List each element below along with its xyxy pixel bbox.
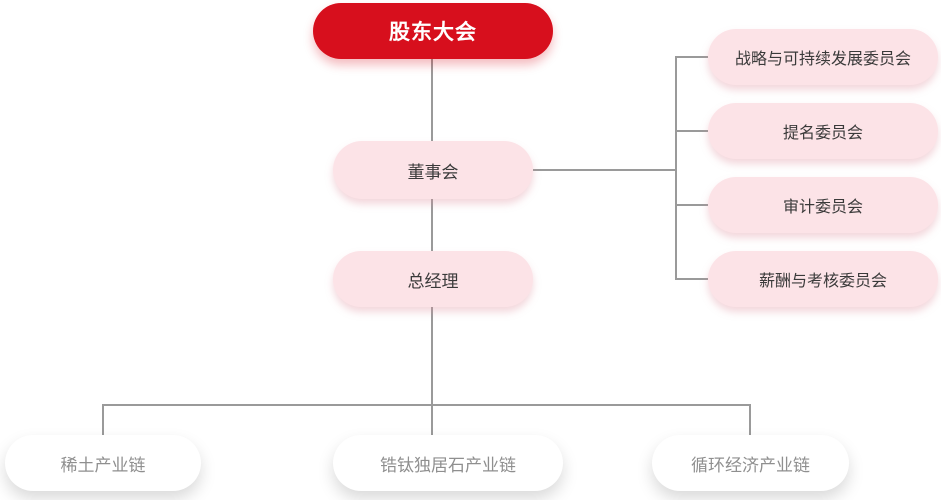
connector-committee-stub-2 bbox=[675, 130, 708, 132]
connector-committee-spine bbox=[675, 56, 677, 280]
connector-bottom-horizontal bbox=[102, 404, 751, 406]
node-chain-rare-earth: 稀土产业链 bbox=[5, 435, 201, 491]
node-label: 稀土产业链 bbox=[60, 455, 146, 475]
node-label: 股东大会 bbox=[389, 21, 477, 44]
connector-drop-left bbox=[102, 404, 104, 435]
node-committee-audit: 审计委员会 bbox=[708, 177, 938, 233]
node-label: 薪酬与考核委员会 bbox=[758, 273, 887, 290]
connector-drop-right bbox=[749, 404, 751, 435]
node-committee-nomination: 提名委员会 bbox=[708, 103, 938, 159]
node-chain-zirconium-titanium: 锆钛独居石产业链 bbox=[333, 435, 563, 491]
node-shareholders-meeting: 股东大会 bbox=[313, 3, 553, 59]
node-committee-remuneration: 薪酬与考核委员会 bbox=[708, 251, 938, 307]
node-label: 提名委员会 bbox=[782, 125, 863, 142]
connector-committee-stub-3 bbox=[675, 204, 708, 206]
node-label: 循环经济产业链 bbox=[691, 455, 810, 475]
connector-committee-stub-1 bbox=[675, 56, 708, 58]
node-label: 董事会 bbox=[407, 162, 459, 182]
node-label: 总经理 bbox=[407, 271, 459, 291]
node-general-manager: 总经理 bbox=[333, 251, 533, 307]
connector-gm-to-bottom bbox=[431, 307, 433, 435]
node-label: 战略与可持续发展委员会 bbox=[734, 51, 911, 68]
node-label: 锆钛独居石产业链 bbox=[380, 455, 516, 475]
connector-committee-stub-4 bbox=[675, 278, 708, 280]
node-label: 审计委员会 bbox=[782, 199, 863, 216]
connector-root-to-board bbox=[431, 59, 433, 141]
node-committee-strategy: 战略与可持续发展委员会 bbox=[708, 29, 938, 85]
node-chain-circular-economy: 循环经济产业链 bbox=[652, 435, 849, 491]
connector-board-to-committees bbox=[533, 169, 677, 171]
node-board-of-directors: 董事会 bbox=[333, 141, 533, 199]
connector-board-to-gm bbox=[431, 199, 433, 251]
